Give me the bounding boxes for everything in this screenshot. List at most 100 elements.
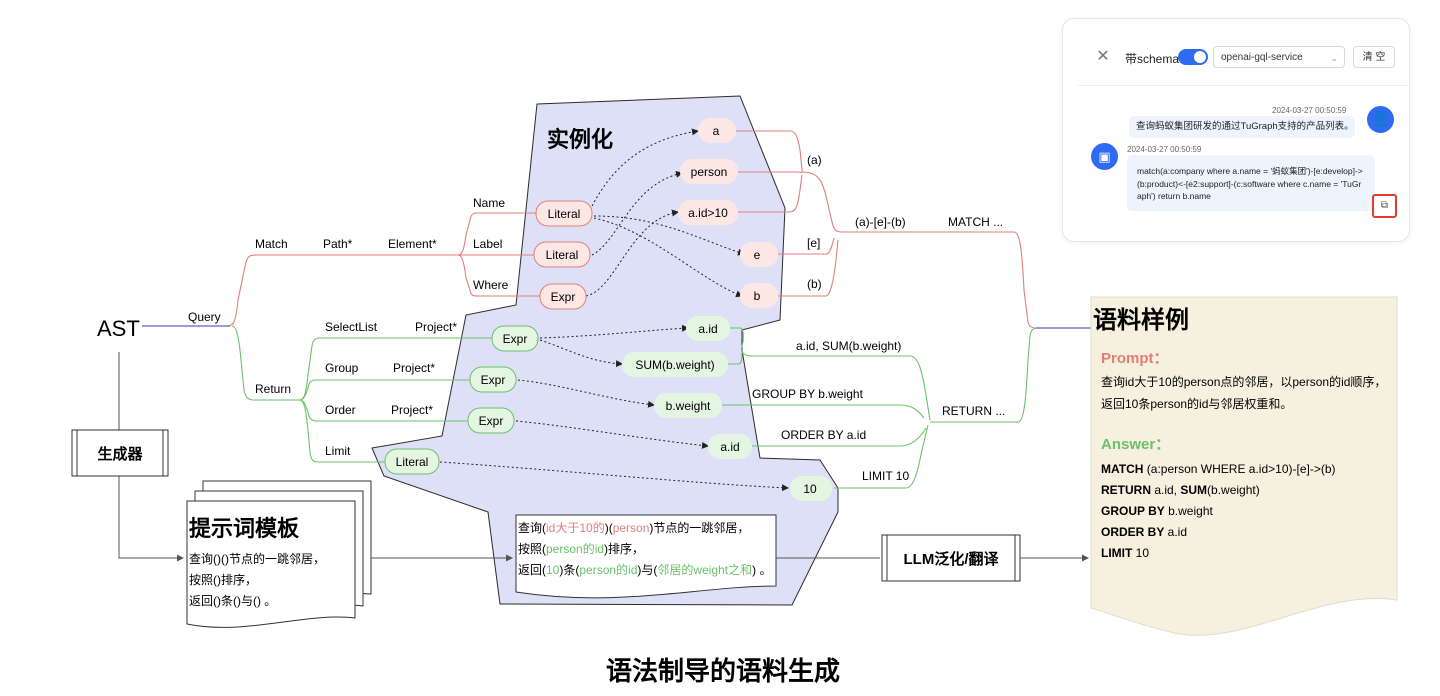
template-line3: 返回()条()与() 。 [189, 594, 276, 608]
compose-b-label: (b) [807, 277, 822, 291]
svg-text:b.weight: b.weight [666, 399, 711, 413]
svg-text:Expr: Expr [503, 332, 528, 346]
compose-return: RETURN ... [942, 404, 1005, 418]
filled-line1: 查询(id大于10的)(person)节点的一跳邻居， [518, 520, 749, 535]
schema-toggle[interactable] [1178, 49, 1208, 65]
svg-text:生成器: 生成器 [97, 445, 143, 463]
corpus-title: 语料样例 [1093, 306, 1189, 334]
generator-to-template [118, 476, 184, 562]
node-literal-name: Literal [535, 200, 593, 227]
node-expr-order: Expr [467, 407, 515, 434]
svg-text:Expr: Expr [551, 290, 576, 304]
node-literal-limit: Literal [384, 448, 440, 475]
compose-return-items: a.id, SUM(b.weight) [796, 339, 901, 353]
node-expr-where: Expr [539, 283, 587, 310]
ast-selectlist-label: SelectList [325, 320, 378, 334]
template-title: 提示词模板 [189, 516, 300, 541]
ast-limit-label: Limit [325, 444, 351, 458]
service-select[interactable]: openai-gql-service ⌄ [1213, 46, 1345, 68]
corpus-answer-line5: LIMIT 10 [1101, 546, 1149, 560]
compose-green-lines [722, 327, 1039, 489]
prompt-template-doc: 提示词模板 查询()()节点的一跳邻居， 按照()排序， 返回()条()与() … [186, 480, 372, 628]
ast-path-label: Path* [323, 237, 353, 251]
inst-node-ten: 10 [790, 476, 832, 501]
compose-path-label: (a)-[e]-(b) [855, 215, 906, 229]
compose-limit: LIMIT 10 [862, 469, 909, 483]
ast-order-label: Order [325, 403, 356, 417]
svg-text:Literal: Literal [396, 455, 429, 469]
ast-group-label: Group [325, 361, 359, 375]
compose-groupby: GROUP BY b.weight [752, 387, 864, 401]
ast-element-label: Element* [388, 237, 437, 251]
copy-icon[interactable]: ⧉ [1372, 194, 1397, 218]
diagram-caption: 语法制导的语料生成 [606, 656, 840, 686]
llm-box: LLM泛化/翻译 [881, 534, 1021, 582]
service-select-value: openai-gql-service [1221, 52, 1303, 63]
ast-name-label: Name [473, 196, 505, 210]
ast-match-label: Match [255, 237, 288, 251]
svg-text:Expr: Expr [481, 373, 506, 387]
filled-line2: 按照(person的id)排序， [518, 541, 644, 556]
ast-project3-label: Project* [391, 403, 433, 417]
template-line1: 查询()()节点的一跳邻居， [189, 551, 325, 566]
inst-node-person: person [680, 159, 738, 184]
compose-orderby: ORDER BY a.id [781, 428, 866, 442]
node-expr-select: Expr [491, 325, 539, 352]
svg-text:Literal: Literal [546, 248, 579, 262]
svg-text:person: person [691, 165, 728, 179]
node-literal-label: Literal [533, 241, 591, 268]
divider [1077, 85, 1409, 86]
filled-template-doc: 查询(id大于10的)(person)节点的一跳邻居， 按照(person的id… [515, 514, 777, 599]
compose-red-lines [736, 130, 1037, 329]
svg-text:a.id>10: a.id>10 [688, 206, 728, 220]
user-message: 查询蚂蚁集团研发的通过TuGraph支持的产品列表。 [1129, 116, 1355, 138]
generator-box: 生成器 [71, 429, 169, 477]
instantiate-title: 实例化 [547, 127, 613, 152]
user-avatar-icon: 👤 [1367, 106, 1394, 133]
svg-text:a.id: a.id [720, 440, 739, 454]
svg-text:a.id: a.id [698, 322, 717, 336]
inst-node-a: a [698, 118, 736, 143]
svg-text:10: 10 [803, 482, 817, 496]
instantiate-arrows [439, 128, 789, 492]
inst-node-aid2: a.id [708, 434, 752, 459]
schema-toggle-label: 带schema [1125, 52, 1180, 66]
chat-panel: ✕ 带schema openai-gql-service ⌄ 清 空 2024-… [1062, 18, 1410, 242]
chevron-down-icon: ⌄ [1330, 53, 1338, 63]
bot-message-timestamp: 2024-03-27 00:50:59 [1127, 145, 1202, 154]
bot-message: match(a:company where a.name = '蚂蚁集团')-[… [1127, 155, 1375, 211]
inst-node-aid: a.id [686, 316, 730, 341]
close-icon[interactable]: ✕ [1096, 48, 1110, 65]
inst-node-sum: SUM(b.weight) [622, 352, 728, 377]
bot-avatar-icon: ▣ [1091, 143, 1118, 170]
corpus-answer-line3: GROUP BY b.weight [1101, 504, 1213, 518]
ast-label-label: Label [473, 237, 502, 251]
svg-text:a: a [713, 124, 720, 138]
compose-match-label: MATCH ... [948, 215, 1003, 229]
ast-where-label: Where [473, 278, 509, 292]
return-branch-lines [231, 325, 492, 463]
inst-node-bweight: b.weight [654, 393, 722, 418]
ast-project1-label: Project* [415, 320, 457, 334]
inst-node-e: e [740, 242, 778, 267]
ast-root-label: AST [97, 316, 140, 341]
user-message-timestamp: 2024-03-27 00:50:59 [1272, 106, 1347, 115]
filled-line3: 返回(10)条(person的id)与(邻居的weight之和) 。 [518, 562, 771, 577]
corpus-prompt-label: Prompt： [1101, 350, 1169, 367]
compose-e-label: [e] [807, 236, 820, 250]
corpus-prompt-line2: 返回10条person的id与邻居权重和。 [1101, 396, 1292, 411]
svg-text:Expr: Expr [479, 414, 504, 428]
node-expr-group: Expr [469, 366, 517, 393]
template-line2: 按照()排序， [189, 572, 257, 587]
corpus-answer-line1: MATCH (a:person WHERE a.id>10)-[e]->(b) [1101, 462, 1336, 476]
corpus-prompt-line1: 查询id大于10的person点的邻居，以person的id顺序， [1101, 374, 1386, 389]
svg-text:e: e [754, 248, 761, 262]
corpus-answer-line2: RETURN a.id, SUM(b.weight) [1101, 483, 1260, 497]
svg-text:SUM(b.weight): SUM(b.weight) [635, 358, 714, 372]
ast-project2-label: Project* [393, 361, 435, 375]
ast-return-label: Return [255, 382, 291, 396]
clear-button[interactable]: 清 空 [1353, 46, 1395, 68]
match-branch-lines [142, 212, 540, 327]
inst-node-aid10: a.id>10 [678, 200, 738, 225]
